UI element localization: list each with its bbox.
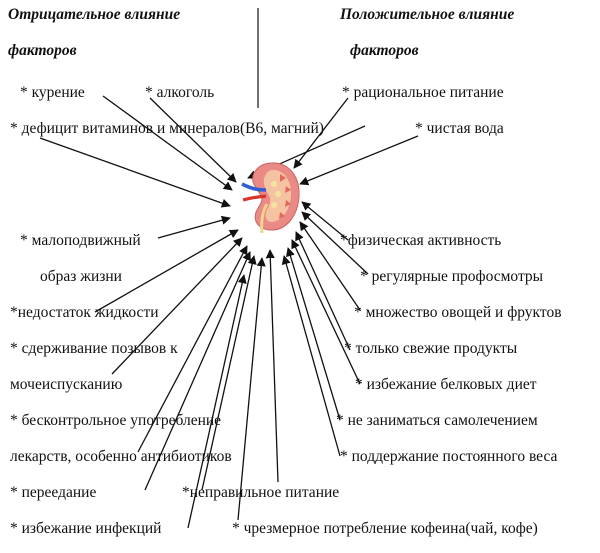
factor-checkups: * регулярные профосмотры [360, 268, 544, 285]
left-heading-line2: факторов [8, 42, 77, 59]
factor-drugs-line2: лекарств, особенно антибиотиков [10, 448, 232, 465]
factor-bad-food: *неправильное питание [182, 484, 340, 501]
kidney-pyramids [279, 174, 291, 219]
arrow-bottom-center [265, 249, 279, 483]
factor-nutrition: * рациональное питание [342, 84, 504, 101]
arrow-fresh [295, 231, 351, 351]
artery [242, 194, 267, 202]
factor-caffeine: * чрезмерное потребление кофеина(чай, ко… [232, 520, 538, 537]
kidney-icon [241, 162, 300, 234]
arrow-selfmed [286, 247, 341, 421]
factor-water: * чистая вода [415, 120, 504, 137]
arrow-alcohol [149, 97, 237, 183]
factor-selfmed: * не заниматься самолечением [336, 412, 538, 429]
arrow-overeating [144, 251, 251, 491]
factor-deficit: * дефицит витаминов и минералов(В6, магн… [10, 120, 324, 137]
arrow-checkups [301, 211, 369, 275]
arrow-activity [301, 201, 349, 241]
arrow-bad-food [201, 255, 257, 491]
factor-sedentary-line1: * малоподвижный [20, 232, 141, 249]
vein [241, 182, 267, 192]
right-heading-line2: факторов [350, 42, 419, 59]
factor-infection: * избежание инфекций [10, 520, 162, 537]
arrow-caffeine [237, 257, 266, 521]
factor-activity: *физическая активность [340, 232, 502, 249]
arrow-weight [281, 255, 341, 457]
arrow-nutrition [293, 97, 349, 169]
factor-protein: * избежание белковых диет [355, 376, 537, 393]
arrow-protein [291, 239, 361, 385]
arrow-drugs [137, 245, 248, 453]
kidney-calyx [271, 181, 281, 208]
factor-alcohol: * алкоголь [145, 84, 215, 101]
factor-fluid: *недостаток жидкости [10, 304, 159, 321]
factor-sedentary-line2: образ жизни [40, 268, 122, 285]
arrow-infection [187, 274, 247, 529]
factor-drugs-line1: * бесконтрольное употребление [10, 412, 222, 429]
factor-fresh: * только свежие продукты [344, 340, 518, 357]
factor-hold-line2: мочеиспусканию [10, 376, 123, 393]
factor-overeating: * переедание [10, 484, 97, 501]
arrow-vegetables [299, 221, 361, 311]
factor-vegetables: * множество овощей и фруктов [354, 304, 562, 321]
arrow-water [299, 135, 419, 186]
ureter [260, 203, 269, 234]
factor-weight: * поддержание постоянного веса [340, 448, 558, 465]
arrow-sedentary [157, 215, 231, 239]
arrow-deficit-left [39, 137, 231, 208]
factor-smoking: * курение [20, 84, 85, 101]
left-heading-line1: Отрицательное влияние [8, 6, 181, 23]
right-heading-line1: Положительное влияние [340, 6, 515, 23]
arrow-fluid [94, 229, 239, 313]
factor-hold-line1: * сдерживание позывов к [10, 340, 178, 357]
arrow-hold [111, 237, 243, 375]
arrow-smoking [102, 95, 233, 191]
